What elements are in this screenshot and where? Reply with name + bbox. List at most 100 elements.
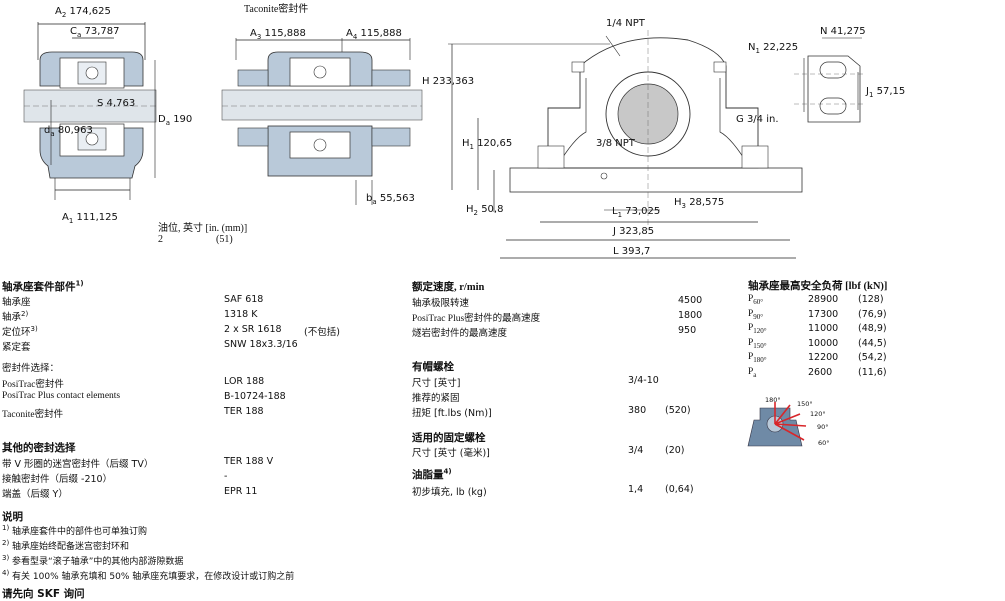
load-angle-label: 150° (797, 400, 813, 408)
seal-label: PosiTrac密封件 (2, 380, 64, 390)
fix-bolt-value: 3/4 (628, 445, 644, 456)
note-item: 2) 轴承座始终配备迷宫密封环和 (2, 539, 130, 552)
oil-level-mm: (51) (216, 234, 233, 245)
speed-value: 950 (678, 325, 697, 336)
cap-bolt-extra: (520) (665, 405, 691, 416)
fix-bolt-extra: (20) (665, 445, 685, 456)
load-lbf: 17300 (808, 308, 839, 320)
load-label: P150° (748, 337, 767, 350)
dim-da-upper: Da 190 (158, 114, 193, 127)
load-direction-diagram (747, 402, 807, 447)
component-value: SNW 18x3.3/16 (224, 339, 298, 350)
component-label: 轴承2) (2, 309, 29, 323)
grease-label: 初步填充, lb (kg) (412, 487, 487, 498)
dim-l: L 393,7 (613, 246, 651, 257)
dim-j: J 323,85 (613, 226, 655, 237)
loads-title: 轴承座最高安全负荷 [lbf (kN)] (748, 281, 888, 292)
other-seals-title: 其他的密封选择 (2, 442, 76, 454)
fix-bolt-label: 尺寸 [英寸 (毫米)] (412, 448, 490, 459)
speed-label: 轴承极限转速 (412, 299, 470, 309)
dim-g: G 3/4 in. (736, 114, 779, 125)
notes-title: 说明 (2, 511, 23, 523)
seal-value: B-10724-188 (224, 391, 286, 402)
other-seal-label: 带 V 形圈的迷宫密封件（后缀 TV） (2, 459, 154, 470)
load-lbf: 2600 (808, 366, 833, 378)
dim-s: S 4,763 (97, 98, 136, 109)
load-lbf: 11000 (808, 323, 839, 334)
seal-label: Taconite密封件 (2, 410, 64, 420)
dim-da-lower: da 80,963 (44, 125, 93, 138)
speed-label: PosiTrac Plus密封件的最高速度 (412, 314, 541, 324)
load-label: P60° (748, 294, 764, 306)
component-label: 紧定套 (2, 342, 31, 353)
dim-ba: ba 55,563 (366, 193, 415, 206)
grease-title: 油脂量4) (412, 467, 452, 482)
dim-h1: H1 120,65 (462, 138, 513, 151)
seal-value: LOR 188 (224, 376, 265, 387)
cap-bolt-label: 推荐的紧固 (412, 393, 460, 404)
note-item: 1) 轴承座套件中的部件也可单独订购 (2, 524, 148, 537)
speed-value: 4500 (678, 295, 703, 306)
other-seal-value: - (224, 471, 228, 482)
load-kn: (76,9) (858, 308, 887, 320)
speed-label: 燧岩密封件的最高速度 (412, 329, 508, 339)
other-seal-label: 接触密封件（后缀 -210） (2, 474, 113, 485)
load-lbf: 12200 (808, 352, 839, 363)
component-label: 轴承座 (2, 297, 31, 308)
component-value: 2 x SR 1618 (224, 324, 282, 335)
note-item: 3) 参看型录“滚子轴承”中的其他内部游隙数据 (2, 554, 184, 567)
load-lbf: 28900 (808, 294, 839, 305)
load-label: P90° (748, 308, 764, 321)
load-angle-label: 90° (817, 423, 829, 431)
load-angle-label: 180° (765, 396, 781, 404)
load-angle-label: 120° (810, 410, 826, 418)
dim-l1: L1 73,025 (612, 206, 661, 219)
other-seal-value: EPR 11 (224, 486, 258, 497)
dim-h2: H2 50,8 (466, 204, 504, 217)
speed-value: 1800 (678, 310, 703, 321)
taconite-title: Taconite密封件 (244, 4, 309, 15)
other-seal-label: 端盖（后缀 Y） (2, 489, 68, 500)
load-lbf: 10000 (808, 337, 839, 349)
other-seal-value: TER 188 V (224, 456, 274, 467)
notes-final: 请先向 SKF 询问 (2, 588, 85, 600)
dim-j1: J1 57,15 (866, 86, 906, 99)
dim-a4: A4 115,888 (346, 28, 402, 41)
grease-value: 1,4 (628, 484, 644, 495)
housing-section-drawing (23, 22, 157, 200)
front-view-drawing (448, 30, 803, 259)
fix-bolts-title: 适用的固定螺栓 (412, 432, 486, 444)
seal-label: PosiTrac Plus contact elements (2, 391, 121, 401)
cap-bolt-value: 3/4-10 (628, 375, 659, 386)
oil-level-label: 油位, 英寸 [in. (mm)] (158, 223, 248, 234)
load-label: P120° (748, 323, 767, 335)
dim-h3: H3 28,575 (674, 197, 725, 210)
component-extra: (不包括) (304, 327, 340, 338)
dim-ca: Ca 73,787 (70, 26, 120, 39)
seal-options-title: 密封件选择： (2, 363, 60, 374)
components-title: 轴承座套件部件1) (2, 279, 84, 294)
cap-bolt-value: 380 (628, 405, 647, 416)
load-angle-label: 60° (818, 439, 830, 447)
cap-bolts-title: 有帽螺栓 (412, 361, 454, 373)
dim-a2: A2 174,625 (55, 6, 111, 19)
cap-bolt-label: 尺寸 [英寸] (412, 378, 461, 389)
load-kn: (48,9) (858, 323, 887, 334)
npt-three-eighths: 3/8 NPT (596, 138, 635, 149)
grease-extra: (0,64) (665, 484, 694, 495)
npt-quarter: 1/4 NPT (606, 18, 645, 29)
cap-bolt-label: 扭矩 [ft.lbs (Nm)] (412, 408, 492, 419)
dim-n: N 41,275 (820, 26, 866, 37)
load-kn: (44,5) (858, 337, 887, 349)
seal-value: TER 188 (224, 406, 264, 417)
component-value: 1318 K (224, 309, 258, 320)
load-label: P180° (748, 352, 767, 364)
side-detail-drawing (794, 37, 866, 123)
load-label: Pa (748, 366, 757, 379)
note-item: 4) 有关 100% 轴承充填和 50% 轴承座充填要求，在修改设计或订购之前 (2, 569, 295, 582)
oil-level-in: 2 (158, 234, 163, 245)
component-value: SAF 618 (224, 294, 264, 305)
component-label: 定位环3) (2, 324, 38, 338)
dim-a1: A1 111,125 (62, 212, 118, 225)
